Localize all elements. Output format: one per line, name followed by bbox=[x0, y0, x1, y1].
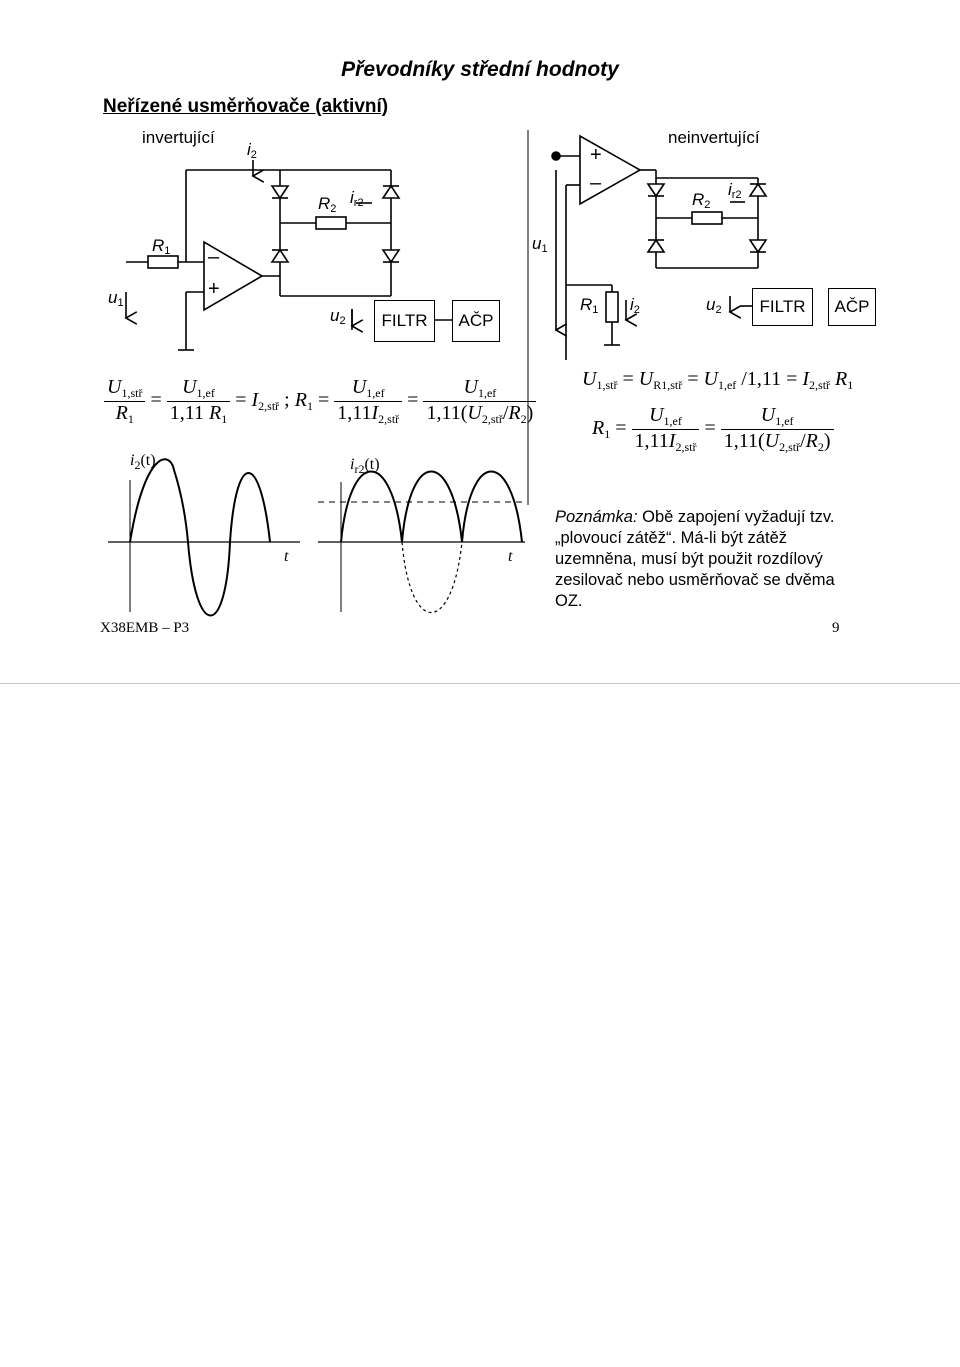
label-ir2-left: ir2 bbox=[350, 188, 364, 209]
note-heading: Poznámka: bbox=[555, 508, 638, 526]
noninverting-label: neinvertující bbox=[668, 128, 760, 147]
opamp-right bbox=[579, 134, 642, 206]
label-r1-left: R1 bbox=[152, 236, 171, 257]
footer-page-number: 9 bbox=[832, 620, 840, 636]
filter-box-right: FILTR bbox=[752, 288, 813, 326]
resistor-r2-right bbox=[691, 211, 723, 225]
slide-title: Převodníky střední hodnoty bbox=[341, 58, 619, 81]
footer-course: X38EMB – P3 bbox=[100, 620, 190, 636]
slide-subtitle: Neřízené usměrňovače (aktivní) bbox=[103, 96, 389, 117]
note-text: Obě zapojení vyžadují tzv. „plovoucí zát… bbox=[555, 508, 835, 610]
note: Poznámka: Obě zapojení vyžadují tzv. „pl… bbox=[555, 507, 855, 612]
opamp-right-plus: + bbox=[590, 144, 602, 166]
label-u1-left: u1 bbox=[108, 288, 124, 309]
waveform-left bbox=[108, 458, 300, 617]
resistor-r2-left bbox=[315, 216, 347, 230]
label-u1-right: u1 bbox=[532, 234, 548, 255]
waveform-right bbox=[318, 470, 525, 614]
page-divider bbox=[0, 683, 960, 684]
waveform-left-t: t bbox=[284, 548, 289, 565]
waveform-right-label: ir2(t) bbox=[350, 456, 380, 476]
resistor-r1-left bbox=[147, 255, 179, 269]
label-r2-right: R2 bbox=[692, 190, 711, 211]
right-diodes bbox=[646, 182, 768, 254]
circuit-diagrams bbox=[108, 130, 830, 617]
adc-box-left: AČP bbox=[452, 300, 500, 342]
label-ir2-right: ir2 bbox=[728, 180, 742, 201]
label-i2-right: i2 bbox=[630, 295, 640, 316]
right-circuit-wires bbox=[551, 134, 830, 360]
resistor-r1-right bbox=[605, 291, 619, 323]
label-i2-left: i2 bbox=[247, 140, 257, 161]
filter-box-left: FILTR bbox=[374, 300, 435, 342]
adc-box-right: AČP bbox=[828, 288, 876, 326]
opamp-right-minus: – bbox=[590, 172, 602, 194]
inverting-label: invertující bbox=[142, 128, 215, 147]
label-r1-right: R1 bbox=[580, 295, 599, 316]
slide: Převodníky střední hodnoty Neřízené usmě… bbox=[0, 0, 960, 680]
opamp-left bbox=[203, 240, 264, 312]
formula-right-1: U1,stř = UR1,stř = U1,ef /1,11 = I2,stř … bbox=[582, 368, 854, 392]
left-diodes bbox=[270, 184, 401, 264]
label-u2-left: u2 bbox=[330, 306, 346, 327]
opamp-left-plus: + bbox=[208, 278, 220, 300]
waveform-left-label: i2(t) bbox=[130, 452, 156, 472]
opamp-left-minus: – bbox=[208, 246, 220, 268]
label-r2-left: R2 bbox=[318, 194, 337, 215]
label-u2-right: u2 bbox=[706, 295, 722, 316]
waveform-right-t: t bbox=[508, 548, 513, 565]
